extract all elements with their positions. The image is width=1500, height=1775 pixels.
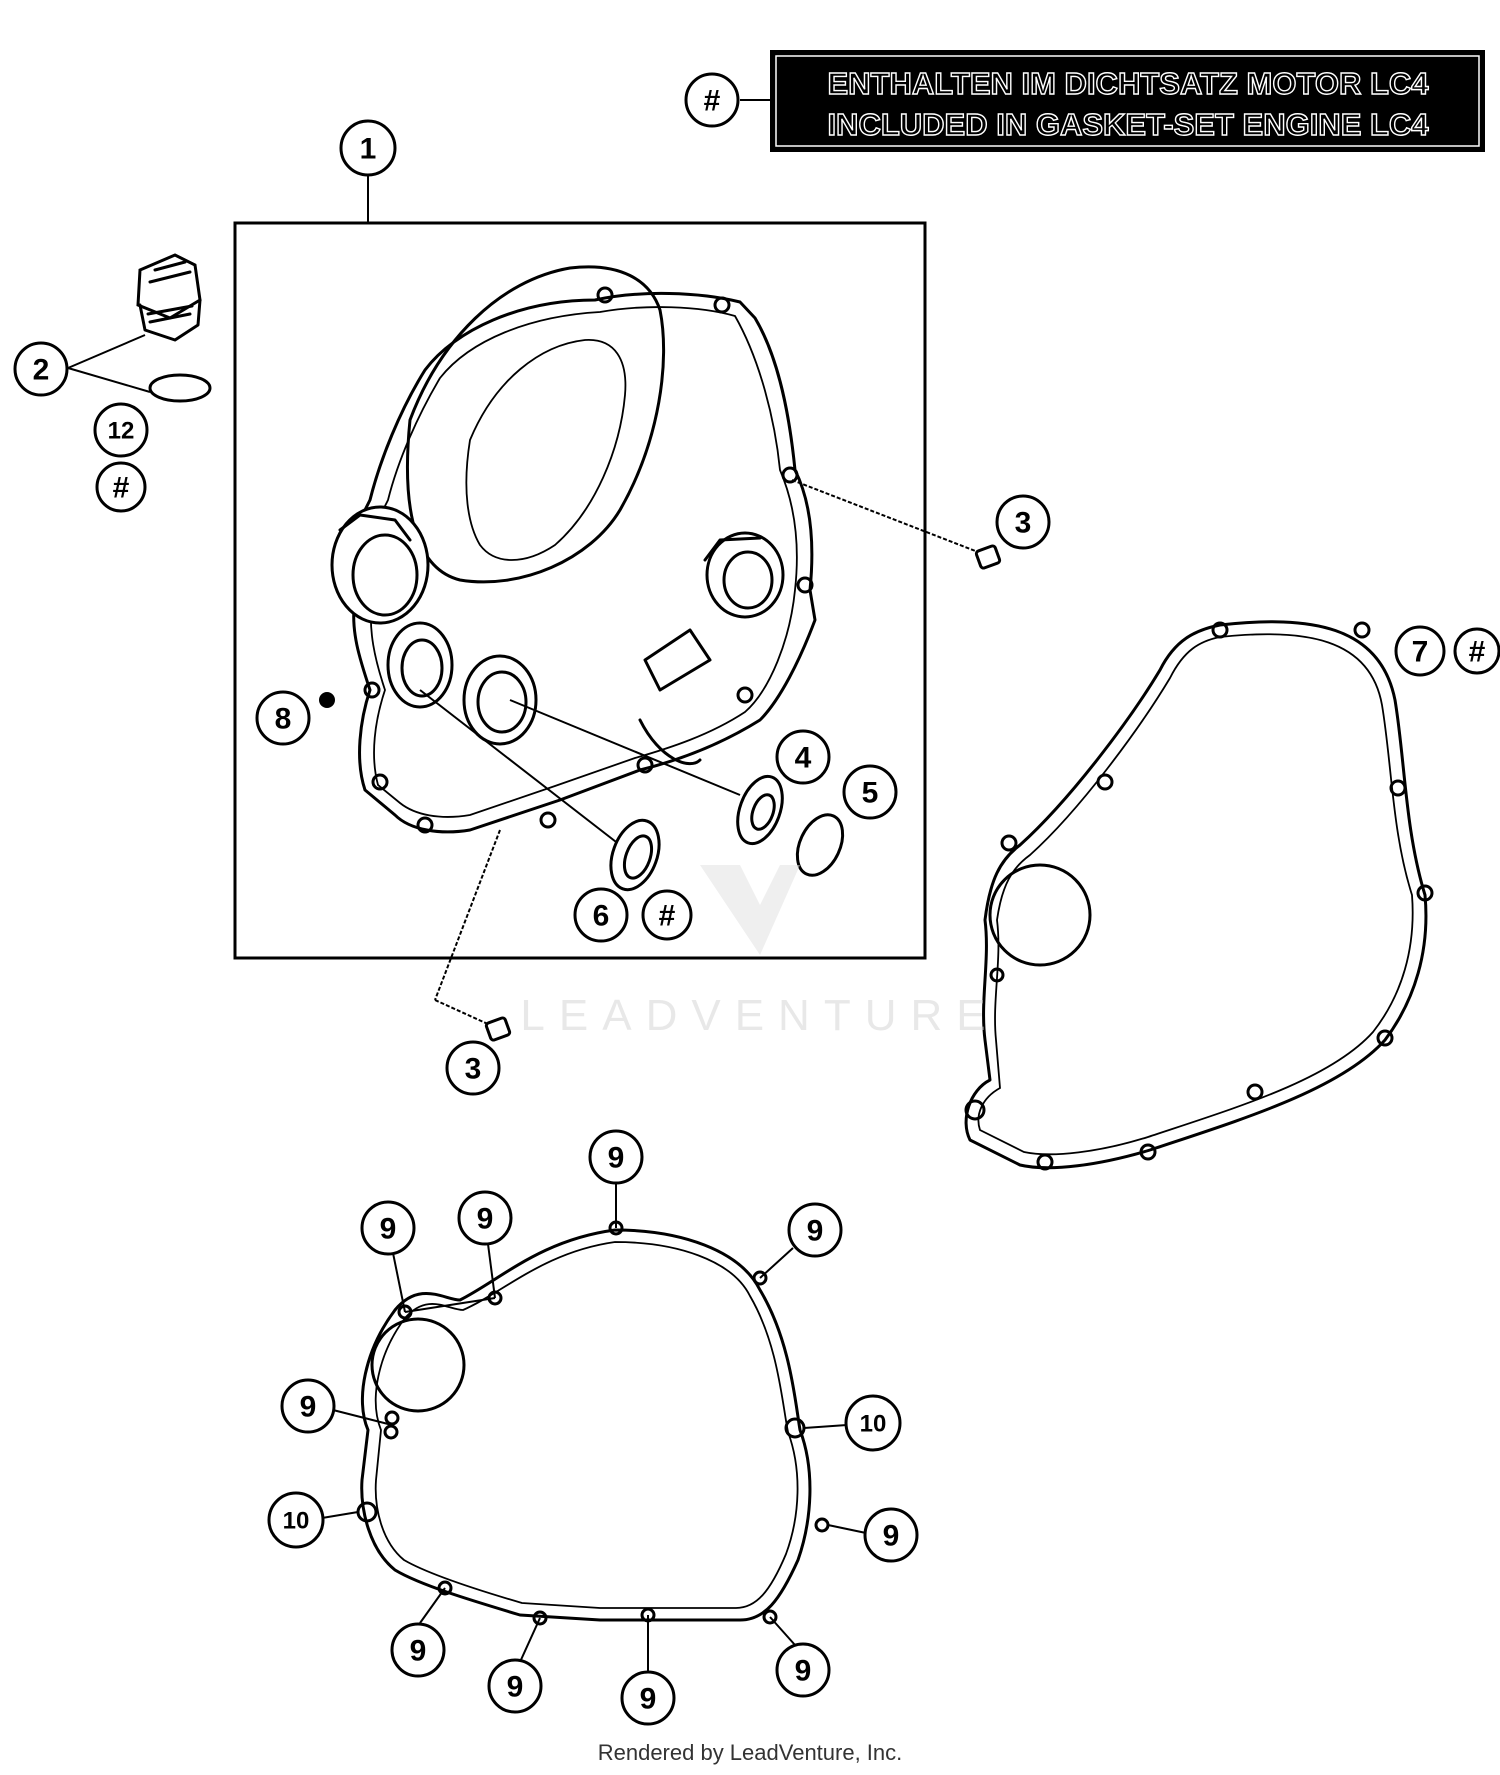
assembly-frame <box>233 221 927 960</box>
svg-text:9: 9 <box>410 1635 427 1668</box>
cover-gasket-icon <box>964 620 1434 1171</box>
leadventure-watermark: LEADVENTURE <box>520 865 999 1040</box>
o-ring-icon <box>148 373 212 403</box>
callout-9-bottom-left: 9 <box>390 1622 446 1678</box>
callout-9-top: 9 <box>588 1129 644 1185</box>
dowel-sleeve-icon <box>974 544 1002 570</box>
svg-text:6: 6 <box>593 900 610 933</box>
callout-9-bottom-2: 9 <box>620 1670 676 1726</box>
o-ring-icon <box>795 813 845 877</box>
banner-line-de: ENTHALTEN IM DICHTSATZ MOTOR LC4 <box>827 66 1429 101</box>
plug-screw-icon <box>319 692 335 708</box>
svg-text:#: # <box>113 472 130 505</box>
callout-12: 12 <box>93 402 149 458</box>
callout-banner-hash: # <box>684 72 740 128</box>
leadventure-logo-icon <box>700 865 800 955</box>
shaft-seal-ring-icon <box>736 774 784 846</box>
svg-text:3: 3 <box>1015 507 1032 540</box>
dowel-sleeve-icon <box>484 1016 512 1042</box>
banner-line-en: INCLUDED IN GASKET-SET ENGINE LC4 <box>827 107 1429 142</box>
svg-text:9: 9 <box>608 1142 625 1175</box>
svg-text:9: 9 <box>477 1203 494 1236</box>
svg-text:9: 9 <box>883 1520 900 1553</box>
svg-text:9: 9 <box>807 1215 824 1248</box>
cover-gasket-detail-icon <box>356 1220 830 1626</box>
clutch-cover-icon <box>330 265 817 834</box>
gasket-set-banner: ENTHALTEN IM DICHTSATZ MOTOR LC4 INCLUDE… <box>770 50 1485 152</box>
callout-8: 8 <box>255 690 311 746</box>
callout-2-hash: # <box>95 461 147 513</box>
svg-text:1: 1 <box>360 133 377 166</box>
svg-text:4: 4 <box>795 742 812 775</box>
svg-text:7: 7 <box>1412 636 1429 669</box>
callout-9-right: 9 <box>863 1507 919 1563</box>
svg-text:8: 8 <box>275 703 292 736</box>
svg-text:10: 10 <box>860 1411 887 1438</box>
callout-6: 6 <box>573 887 629 943</box>
callout-5: 5 <box>842 764 898 820</box>
callout-7-hash: # <box>1453 627 1500 675</box>
svg-text:9: 9 <box>795 1655 812 1688</box>
footer-credit: Rendered by LeadVenture, Inc. <box>598 1740 903 1765</box>
callout-9-upper-left: 9 <box>360 1200 416 1256</box>
callout-1: 1 <box>339 119 397 177</box>
svg-text:3: 3 <box>465 1053 482 1086</box>
callout-7: 7 <box>1394 625 1446 677</box>
callout-4: 4 <box>775 729 831 785</box>
svg-text:#: # <box>659 900 676 933</box>
svg-text:#: # <box>704 85 721 118</box>
callout-3-upper: 3 <box>995 494 1051 550</box>
callout-3-lower: 3 <box>445 1040 501 1096</box>
oil-filler-plug-icon <box>136 253 202 342</box>
svg-text:9: 9 <box>300 1391 317 1424</box>
shaft-seal-ring-icon <box>609 818 661 892</box>
callout-2: 2 <box>13 341 69 397</box>
svg-text:5: 5 <box>862 777 879 810</box>
svg-text:#: # <box>1469 636 1486 669</box>
svg-text:9: 9 <box>507 1671 524 1704</box>
callout-10-left: 10 <box>267 1491 325 1549</box>
svg-text:10: 10 <box>283 1508 310 1535</box>
callout-10-right: 10 <box>844 1394 902 1452</box>
svg-text:9: 9 <box>380 1213 397 1246</box>
callout-9-upper-right: 9 <box>787 1202 843 1258</box>
callout-9-left: 9 <box>280 1378 336 1434</box>
callout-9-bottom-1: 9 <box>487 1658 543 1714</box>
callout-6-hash: # <box>641 889 693 941</box>
svg-text:LEADVENTURE: LEADVENTURE <box>520 991 999 1040</box>
svg-text:2: 2 <box>33 354 50 387</box>
callout-9-upper-left-2: 9 <box>457 1190 513 1246</box>
callout-9-bottom-right: 9 <box>775 1642 831 1698</box>
svg-text:12: 12 <box>108 418 135 445</box>
svg-text:9: 9 <box>640 1683 657 1716</box>
